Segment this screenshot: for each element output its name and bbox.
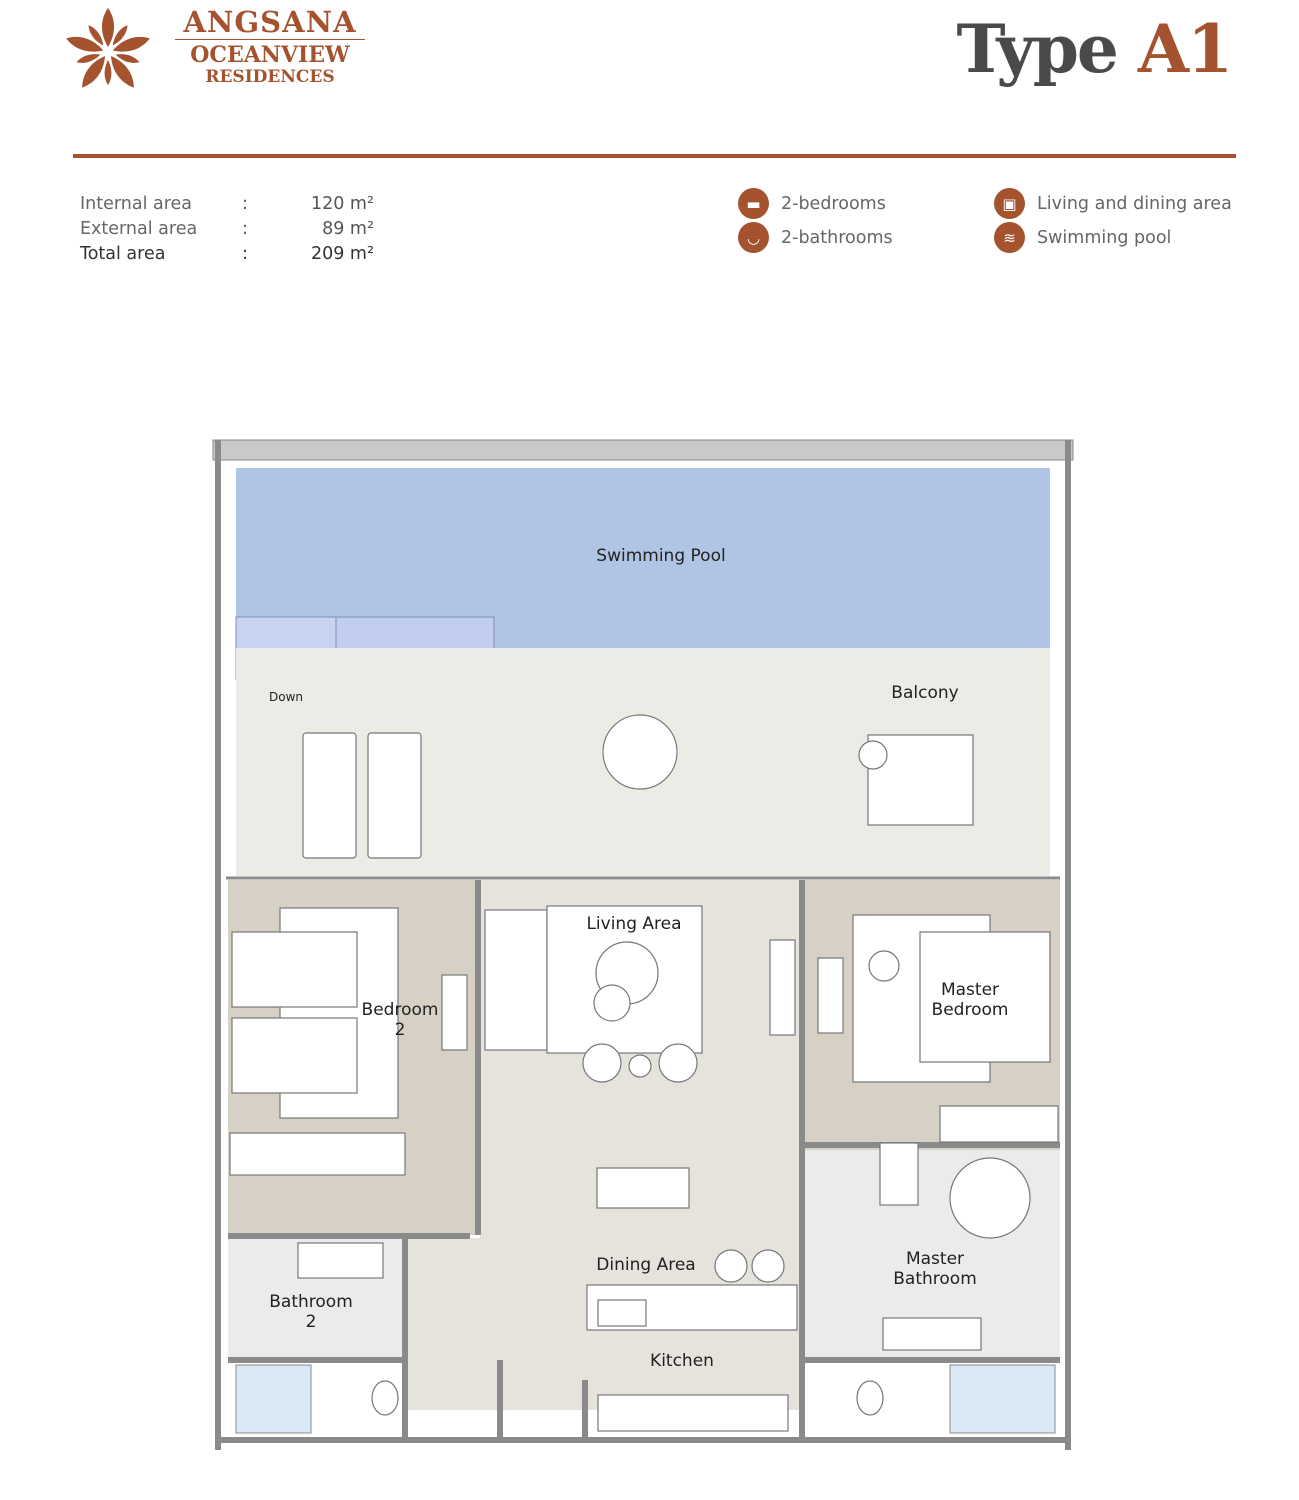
area-sep: : xyxy=(242,194,248,214)
area-row-external: External area: 89 m² xyxy=(80,217,374,242)
shower-left xyxy=(235,1364,312,1434)
area-row-internal: Internal area: 120 m² xyxy=(80,192,374,217)
area-sep: : xyxy=(242,244,248,264)
label-bathroom2-number: 2 xyxy=(306,1312,317,1332)
dining-table xyxy=(596,1167,690,1209)
bed-icon: ▬ xyxy=(738,188,769,219)
label-master-bedroom-2: Bedroom xyxy=(932,1000,1009,1020)
hall-floor xyxy=(405,1238,485,1410)
cooktop xyxy=(597,1299,647,1327)
area-value: 209 m² xyxy=(310,244,374,264)
label-bedroom2: Bedroom xyxy=(362,1000,439,1020)
tv-unit xyxy=(441,974,468,1051)
unit-type-title: Type A1 xyxy=(956,10,1233,88)
vanity xyxy=(297,1242,384,1279)
master-bed xyxy=(919,931,1051,1063)
title-code: A1 xyxy=(1137,10,1233,88)
area-value: 89 m² xyxy=(322,219,374,239)
armchair xyxy=(582,1043,622,1083)
label-kitchen: Kitchen xyxy=(650,1351,714,1371)
label-master-bedroom: Master xyxy=(941,980,999,1000)
side-table xyxy=(858,740,888,770)
label-down: Down xyxy=(269,690,303,704)
pool-ladder-icon: ≋ xyxy=(994,222,1025,253)
area-label: Internal area xyxy=(80,194,193,214)
label-swimming-pool: Swimming Pool xyxy=(596,546,725,566)
feature-bathrooms: ◡ 2-bathrooms xyxy=(738,222,893,253)
furniture xyxy=(229,714,1059,1432)
feature-living: ▣ Living and dining area xyxy=(994,188,1232,219)
angsana-flower-logo xyxy=(64,8,152,92)
tv-unit xyxy=(769,939,796,1036)
brand-line2: OCEANVIEW xyxy=(190,42,350,68)
pool-coping xyxy=(212,439,1074,461)
title-prefix: Type xyxy=(956,10,1119,88)
area-table: Internal area: 120 m² External area: 89 m²… xyxy=(80,192,374,267)
label-master-bathroom-2: Bathroom xyxy=(893,1269,977,1289)
area-row-total: Total area: 209 m² xyxy=(80,242,374,267)
shower-right xyxy=(949,1364,1056,1434)
label-bathroom2: Bathroom xyxy=(269,1292,353,1312)
master-wardrobe xyxy=(939,1105,1059,1143)
toilet xyxy=(856,1380,884,1416)
label-living-area: Living Area xyxy=(586,914,681,934)
sofa xyxy=(484,909,548,1051)
feature-pool: ≋ Swimming pool xyxy=(994,222,1171,253)
brand-wordmark: ANGSANA OCEANVIEW RESIDENCES xyxy=(175,8,365,86)
sun-lounger xyxy=(302,732,357,859)
area-value: 120 m² xyxy=(310,194,374,214)
area-sep: : xyxy=(242,219,248,239)
walls xyxy=(215,440,1071,1450)
divider xyxy=(73,154,1236,158)
sun-lounger xyxy=(367,732,422,859)
bathtub xyxy=(949,1157,1031,1239)
feature-label: 2-bathrooms xyxy=(781,227,893,248)
label-master-bathroom: Master xyxy=(906,1249,964,1269)
armchair xyxy=(658,1043,698,1083)
area-label: Total area xyxy=(80,244,166,264)
wardrobe xyxy=(229,1132,406,1176)
brand-line3: RESIDENCES xyxy=(205,67,335,87)
feature-label: Living and dining area xyxy=(1037,193,1232,214)
brand-line1: ANGSANA xyxy=(175,8,365,40)
label-balcony: Balcony xyxy=(891,683,958,703)
kitchen-counter xyxy=(597,1394,789,1432)
toilet xyxy=(371,1380,399,1416)
round-dining-table xyxy=(602,714,678,790)
bathtub-icon: ◡ xyxy=(738,222,769,253)
feature-bedrooms: ▬ 2-bedrooms xyxy=(738,188,886,219)
label-dining-area: Dining Area xyxy=(596,1255,695,1275)
vanity xyxy=(882,1317,982,1351)
feature-label: Swimming pool xyxy=(1037,227,1172,248)
area-label: External area xyxy=(80,219,198,239)
label-bedroom2-number: 2 xyxy=(395,1020,406,1040)
armchair-lamp-icon: ▣ xyxy=(994,188,1025,219)
feature-label: 2-bedrooms xyxy=(781,193,886,214)
